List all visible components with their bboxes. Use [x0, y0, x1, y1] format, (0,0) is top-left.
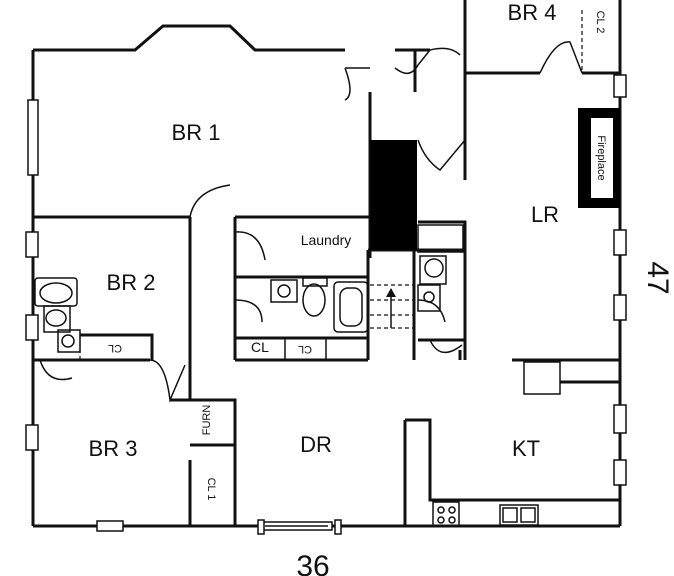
windows	[25, 74, 627, 535]
room-label-br2: BR 2	[107, 270, 156, 295]
room-label-br4: BR 4	[508, 0, 557, 25]
dimension-depth: 47	[641, 261, 674, 294]
fireplace: Fireplace	[578, 108, 620, 208]
room-label-dr: DR	[300, 432, 332, 457]
door-swings	[39, 41, 583, 403]
room-label-br3: BR 3	[89, 436, 138, 461]
room-label-br1: BR 1	[172, 120, 221, 145]
room-label-laundry: Laundry	[301, 232, 352, 248]
fireplace-label: Fireplace	[595, 135, 607, 180]
room-label-lr: LR	[531, 202, 559, 227]
room-label-kt: KT	[512, 436, 540, 461]
closet-label-cl2: CL 2	[594, 11, 606, 34]
chimney-block	[370, 140, 417, 250]
fixtures	[34, 10, 583, 527]
closet-label-hall-a: CL	[251, 339, 269, 355]
closet-label-br2: CL	[108, 342, 122, 354]
dimension-width: 36	[296, 550, 329, 576]
closet-label-cl1: CL 1	[205, 478, 217, 501]
closet-label-hall-b: CL	[298, 343, 312, 355]
closet-label-furn: FURN	[201, 405, 213, 436]
